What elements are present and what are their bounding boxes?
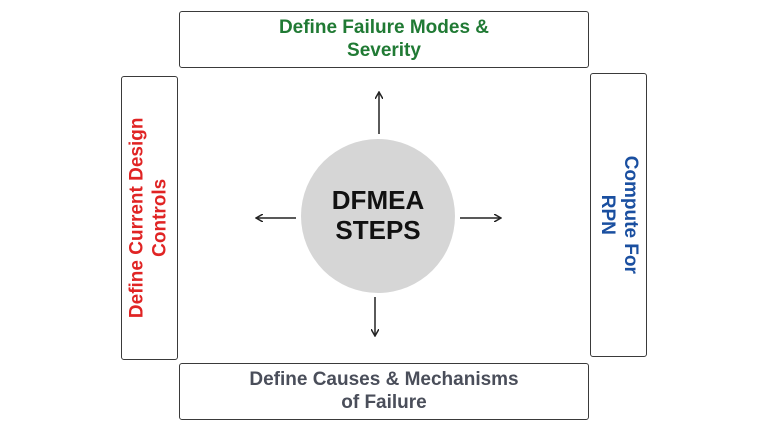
step-define-causes: Define Causes & Mechanisms of Failure [179, 363, 589, 420]
step-label-vertical: Compute For RPN [596, 156, 642, 274]
step-define-failure-modes: Define Failure Modes & Severity [179, 11, 589, 68]
step-label-line1: Define Causes & Mechanisms [249, 368, 519, 390]
step-label-line2: RPN [597, 194, 619, 236]
step-compute-rpn: Compute For RPN [590, 73, 647, 357]
step-label-line2: Controls [149, 178, 171, 258]
step-label-line1: Define Current Design [126, 117, 148, 319]
step-label-line1: Define Failure Modes & [278, 16, 490, 38]
step-label-line1: Compute For [620, 155, 642, 275]
center-title-line2: STEPS [335, 215, 421, 245]
step-label-line2: Severity [347, 39, 421, 61]
step-label-line2: of Failure [341, 391, 427, 413]
step-label-vertical: Define Current Design Controls [127, 118, 173, 319]
center-title-line1: DFMEA [331, 185, 425, 216]
center-circle: DFMEA STEPS [301, 139, 455, 293]
step-define-design-controls: Define Current Design Controls [121, 76, 178, 360]
